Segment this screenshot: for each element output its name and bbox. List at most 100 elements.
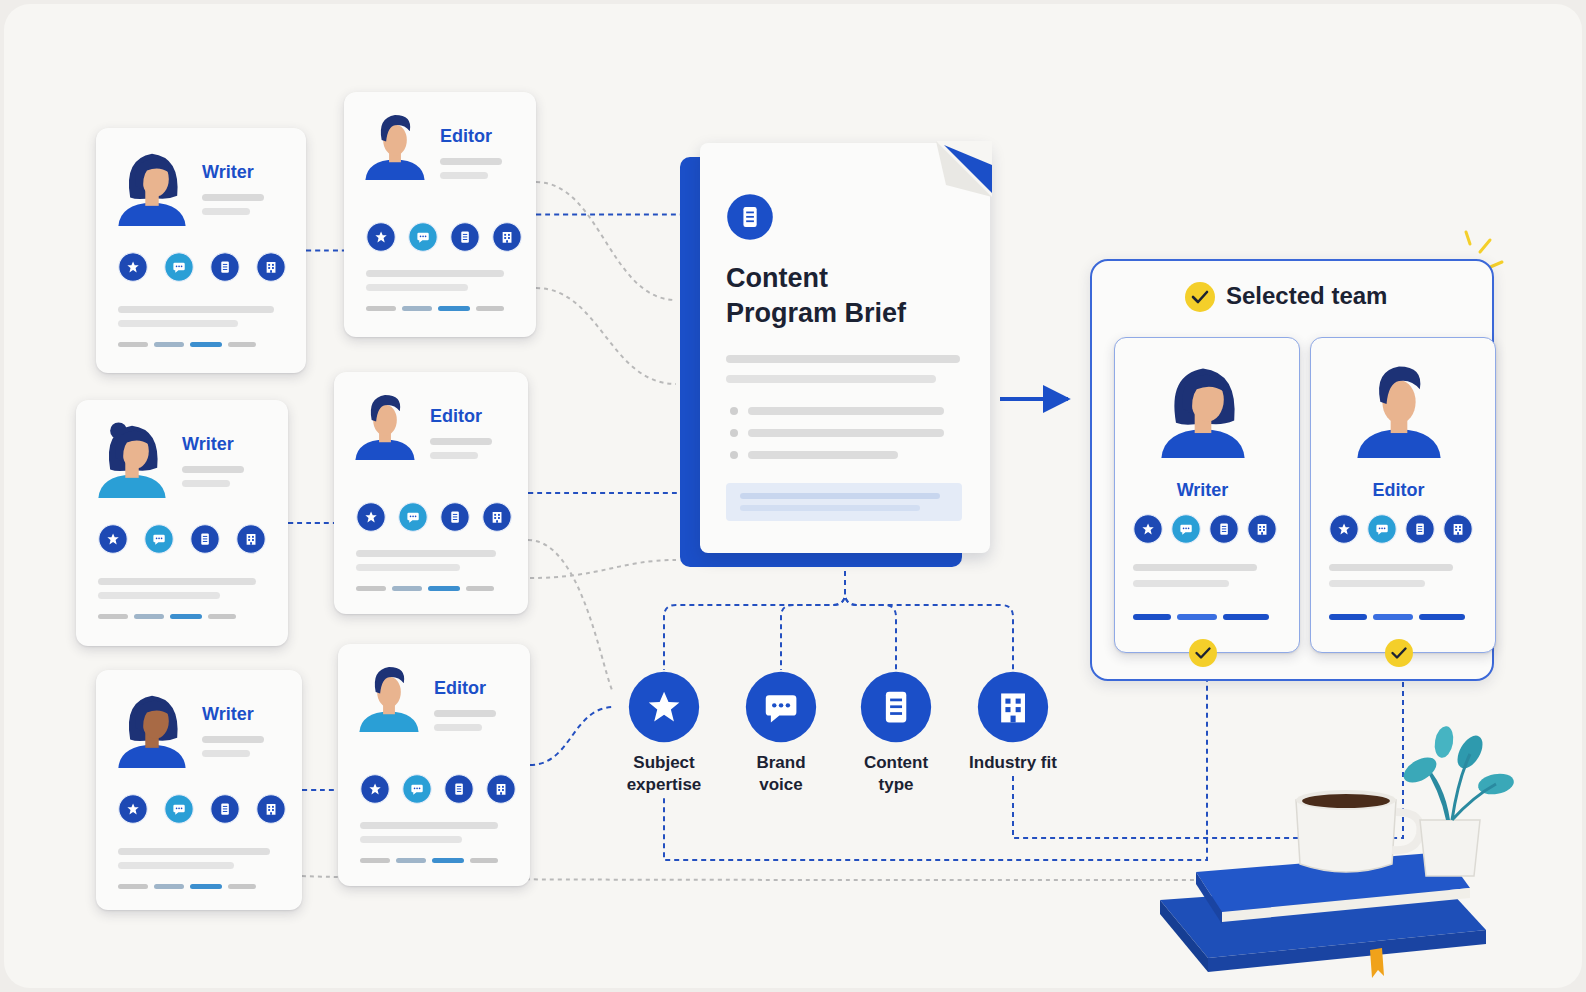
document-icon xyxy=(210,252,240,282)
placeholder-bar xyxy=(366,284,468,291)
placeholder-bar xyxy=(748,407,944,415)
speech-bubble-icon xyxy=(1171,514,1201,544)
connector xyxy=(536,214,700,216)
placeholder-bar xyxy=(730,429,738,437)
building-icon xyxy=(492,222,522,252)
placeholder-bar xyxy=(228,342,256,347)
building-icon xyxy=(482,502,512,532)
editor-avatar xyxy=(348,386,422,460)
connector xyxy=(306,250,344,252)
placeholder-bar xyxy=(366,306,396,311)
role-label: Editor xyxy=(1311,480,1486,501)
star-icon xyxy=(1329,514,1359,544)
profile-card: Editor xyxy=(1310,337,1496,653)
placeholder-bar xyxy=(98,578,256,585)
check-badge xyxy=(1384,638,1414,668)
placeholder-bar xyxy=(228,884,256,889)
document-icon xyxy=(1209,514,1239,544)
criterion-node: Industry fit xyxy=(963,670,1063,776)
building-icon xyxy=(1443,514,1473,544)
placeholder-bar xyxy=(440,172,488,179)
check-badge xyxy=(1184,281,1216,313)
placeholder-bar xyxy=(726,483,962,521)
placeholder-bar xyxy=(430,452,478,459)
writer-avatar xyxy=(110,684,194,768)
placeholder-bar xyxy=(154,884,184,889)
role-label: Editor xyxy=(440,126,492,147)
placeholder-bar xyxy=(208,614,236,619)
editor-avatar xyxy=(358,106,432,180)
placeholder-bar xyxy=(730,451,738,459)
placeholder-bar xyxy=(360,836,462,843)
placeholder-bar xyxy=(402,306,432,311)
placeholder-bar xyxy=(432,858,464,863)
placeholder-bar xyxy=(360,822,498,829)
criterion-node: Brand voice xyxy=(731,670,831,798)
placeholder-bar xyxy=(470,858,498,863)
page-fold xyxy=(936,141,992,197)
document-icon xyxy=(210,794,240,824)
placeholder-bar xyxy=(356,564,460,571)
profile-card: Editor xyxy=(338,644,530,886)
placeholder-bar xyxy=(730,407,738,415)
placeholder-bar xyxy=(748,429,944,437)
placeholder-bar xyxy=(170,614,202,619)
building-icon xyxy=(486,774,516,804)
check-badge xyxy=(1188,638,1218,668)
document-icon xyxy=(440,502,470,532)
criterion-label: Industry fit xyxy=(963,752,1063,774)
criterion-node: Subject expertise xyxy=(614,670,714,798)
potted-plant xyxy=(1399,725,1515,876)
building-icon xyxy=(976,670,1050,744)
placeholder-bar xyxy=(118,884,148,889)
speech-bubble-icon xyxy=(144,524,174,554)
connector xyxy=(845,553,896,670)
placeholder-bar xyxy=(1133,580,1229,587)
placeholder-bar xyxy=(98,592,220,599)
speech-bubble-icon xyxy=(408,222,438,252)
placeholder-bar xyxy=(118,862,234,869)
panel-heading: Selected team xyxy=(1226,282,1387,310)
placeholder-bar xyxy=(1329,564,1453,571)
speech-bubble-icon xyxy=(164,794,194,824)
placeholder-bar xyxy=(1133,564,1257,571)
star-icon xyxy=(627,670,701,744)
placeholder-bar xyxy=(202,750,250,757)
criterion-label: Subject expertise xyxy=(614,752,714,796)
coffee-mug xyxy=(1296,790,1421,872)
placeholder-bar xyxy=(740,493,940,499)
placeholder-bar xyxy=(1329,580,1425,587)
placeholder-bar xyxy=(430,438,492,445)
placeholder-bar xyxy=(154,342,184,347)
writer-avatar xyxy=(1151,354,1255,458)
placeholder-bar xyxy=(1177,614,1217,620)
building-icon xyxy=(256,252,286,282)
document-icon xyxy=(450,222,480,252)
connector xyxy=(664,653,1207,860)
profile-card: Writer xyxy=(96,128,306,373)
placeholder-bar xyxy=(434,724,482,731)
document-icon xyxy=(859,670,933,744)
selected-team-panel: Selected teamWriterEditor xyxy=(1090,259,1494,681)
building-icon xyxy=(236,524,266,554)
placeholder-bar xyxy=(1373,614,1413,620)
criterion-label: Content type xyxy=(846,752,946,796)
profile-card: Editor xyxy=(344,92,536,337)
placeholder-bar xyxy=(360,858,390,863)
placeholder-bar xyxy=(1419,614,1465,620)
placeholder-bar xyxy=(98,614,128,619)
placeholder-bar xyxy=(726,375,936,383)
placeholder-bar xyxy=(118,320,238,327)
role-label: Writer xyxy=(202,162,254,183)
placeholder-bar xyxy=(182,480,230,487)
placeholder-bar xyxy=(476,306,504,311)
speech-bubble-icon xyxy=(1367,514,1397,544)
placeholder-bar xyxy=(1133,614,1171,620)
role-label: Writer xyxy=(182,434,234,455)
role-label: Editor xyxy=(430,406,482,427)
connector xyxy=(530,707,614,765)
placeholder-bar xyxy=(134,614,164,619)
placeholder-bar xyxy=(726,355,960,363)
editor-avatar xyxy=(1347,354,1451,458)
placeholder-bar xyxy=(740,505,920,511)
